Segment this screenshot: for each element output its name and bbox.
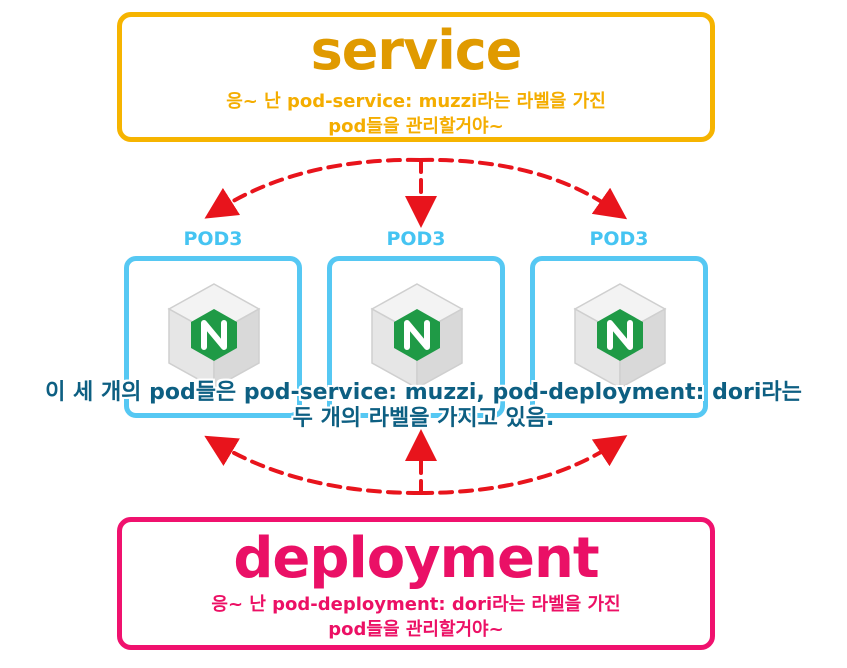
nginx-icon <box>167 283 261 390</box>
deployment-description-line2: pod들을 관리할거야~ <box>328 619 504 640</box>
deployment-title: deployment <box>233 526 599 591</box>
nginx-icon <box>370 283 464 390</box>
service-box: service 응~ 난 pod-service: muzzi라는 라벨을 가진… <box>117 12 715 142</box>
nginx-icon <box>573 283 667 390</box>
deployment-description: 응~ 난 pod-deployment: dori라는 라벨을 가진 pod들을… <box>122 592 710 642</box>
service-description: 응~ 난 pod-service: muzzi라는 라벨을 가진 pod들을 관… <box>122 89 710 139</box>
pods-caption: 이 세 개의 pod들은 pod-service: muzzi, pod-dep… <box>0 380 847 432</box>
deployment-box: deployment 응~ 난 pod-deployment: dori라는 라… <box>117 517 715 650</box>
service-description-line1: 응~ 난 pod-service: muzzi라는 라벨을 가진 <box>226 91 606 112</box>
deployment-arrow-left <box>204 435 422 495</box>
pod-card-3 <box>530 256 708 418</box>
pod-label-3: POD3 <box>589 228 649 250</box>
pod-card-2 <box>327 256 505 418</box>
pods-caption-line2: 두 개의 라벨을 가지고 있음. <box>292 406 555 431</box>
service-title: service <box>310 19 523 82</box>
deployment-description-line1: 응~ 난 pod-deployment: dori라는 라벨을 가진 <box>211 594 621 615</box>
service-description-line2: pod들을 관리할거야~ <box>328 116 504 137</box>
pods-caption-line1: 이 세 개의 pod들은 pod-service: muzzi, pod-dep… <box>45 380 802 405</box>
pod-label-1: POD3 <box>183 228 243 250</box>
pod-card-1 <box>124 256 302 418</box>
pod-label-2: POD3 <box>386 228 446 250</box>
deployment-arrow-right <box>418 435 628 495</box>
service-arrow-right <box>418 157 628 220</box>
service-arrow-left <box>204 157 422 219</box>
